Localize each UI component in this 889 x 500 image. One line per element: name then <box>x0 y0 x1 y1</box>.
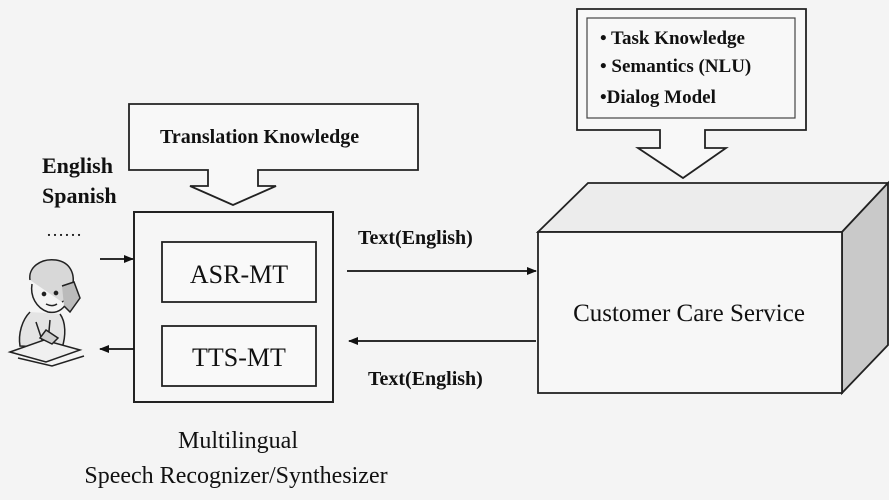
knowledge-item-task: • Task Knowledge <box>600 28 745 49</box>
caption-line-2: Speech Recognizer/Synthesizer <box>84 463 387 489</box>
language-spanish: Spanish <box>42 183 117 208</box>
dialog-knowledge-inner-frame <box>586 17 796 119</box>
knowledge-item-semantics: • Semantics (NLU) <box>600 56 751 77</box>
text-english-top-label: Text(English) <box>358 227 473 249</box>
translation-knowledge-callout <box>128 103 419 206</box>
tts-mt-module <box>161 325 317 387</box>
language-english: English <box>42 153 113 178</box>
dialog-knowledge-callout <box>576 8 807 180</box>
caption-line-1: Multilingual <box>178 428 298 454</box>
text-english-bottom-label: Text(English) <box>368 368 483 390</box>
translation-knowledge-label: Translation Knowledge <box>160 126 359 148</box>
customer-care-service-block <box>535 180 889 396</box>
asr-mt-label: ASR-MT <box>190 260 288 289</box>
asr-mt-module <box>161 241 317 303</box>
telephone-user-icon <box>7 259 85 367</box>
service-block-front-face <box>537 231 843 394</box>
service-block-top-face <box>535 182 889 233</box>
language-ellipsis: …… <box>46 220 82 240</box>
knowledge-item-dialog-model: •Dialog Model <box>600 87 716 108</box>
customer-care-service-label: Customer Care Service <box>573 300 805 327</box>
tts-mt-label: TTS-MT <box>192 343 286 372</box>
